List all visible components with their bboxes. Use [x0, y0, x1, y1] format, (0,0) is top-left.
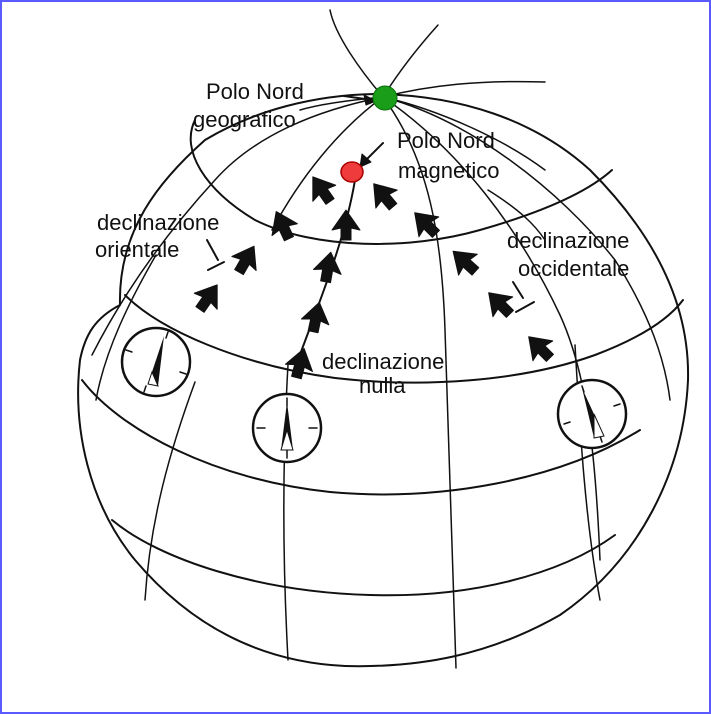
geo-north-label-line1: Polo Nord	[206, 79, 304, 104]
field-arrow-icon	[193, 284, 218, 313]
compass-icon	[556, 378, 628, 450]
field-arrow-icon	[284, 348, 313, 380]
compass-icon	[120, 326, 192, 398]
field-arrow-icon	[331, 209, 361, 241]
field-arrow-icon	[528, 336, 554, 362]
meridian-8	[329, 9, 384, 98]
meridian-2	[271, 96, 384, 231]
mag-north-label-line2: magnetico	[398, 158, 500, 183]
field-arrow-icon	[488, 292, 514, 318]
globe-outline	[77, 93, 690, 668]
mag-north-label-line1: Polo Nord	[397, 128, 495, 153]
decl-west-label-line2: occidentale	[518, 256, 629, 281]
meridian-3	[382, 96, 457, 669]
field-arrow-icon	[373, 183, 398, 211]
latitude-line-bottom	[111, 519, 616, 597]
meridian-9	[382, 24, 439, 98]
decl-null-label-line2: nulla	[359, 373, 406, 398]
east-decl-pointer	[206, 239, 219, 261]
latitude-line-lower	[81, 379, 641, 496]
meridian-5	[382, 96, 671, 401]
meridian-10	[382, 80, 546, 98]
decl-east-label-line2: orientale	[95, 237, 179, 262]
meridian-front-left	[144, 381, 196, 601]
field-arrow-icon	[231, 245, 257, 276]
magnetic-north-pole-dot	[340, 161, 364, 183]
west-decl-mark	[515, 301, 535, 313]
decl-null-label-line1: declinazione	[322, 349, 444, 374]
field-arrow-icon	[271, 210, 298, 242]
field-arrow-icon	[414, 212, 440, 238]
mag-label-lead	[487, 189, 546, 241]
meridian-front-right	[574, 344, 601, 601]
west-decl-pointer	[512, 281, 524, 299]
mag-pole-pointer-head	[359, 153, 372, 168]
compass-icon	[251, 392, 323, 464]
decl-west-label-line1: declinazione	[507, 228, 629, 253]
geographic-north-pole-dot	[372, 85, 398, 111]
meridian-left-2	[95, 254, 157, 401]
field-arrow-icon	[452, 250, 480, 276]
field-arrow-icon	[313, 251, 342, 284]
east-decl-mark	[207, 261, 225, 271]
latitude-line-middle	[124, 294, 684, 384]
decl-east-label-line1: declinazione	[97, 210, 219, 235]
meridian-4	[382, 96, 601, 561]
meridian-6	[382, 96, 546, 171]
field-arrow-icon	[312, 176, 337, 205]
field-arrow-icon	[300, 301, 330, 334]
geo-north-label-line2: geografico	[193, 107, 296, 132]
geo-pole-pointer-head	[363, 94, 377, 106]
meridian-1	[91, 96, 384, 356]
